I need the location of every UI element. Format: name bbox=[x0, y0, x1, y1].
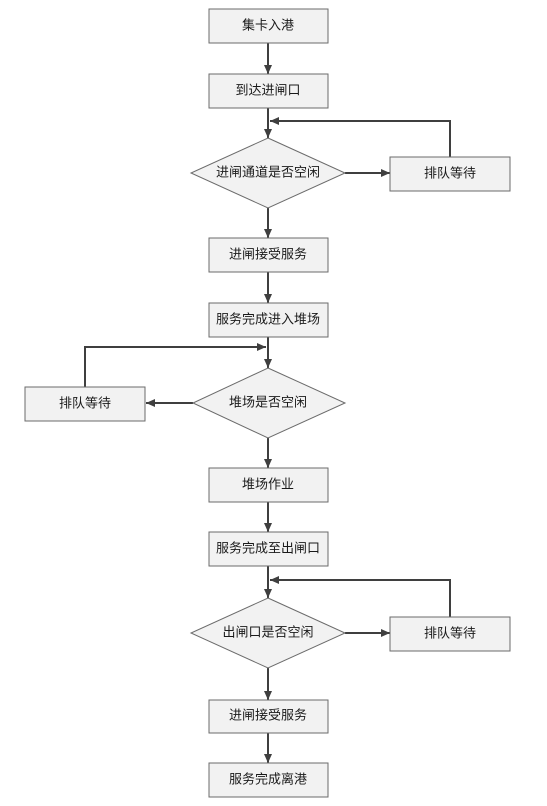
decision-exit-gate-idle: 出闸口是否空闲 bbox=[189, 597, 347, 669]
node-entry-service-2-shape bbox=[208, 699, 329, 734]
node-yard-operation: 堆场作业 bbox=[208, 467, 329, 503]
node-entry-service-2: 进闸接受服务 bbox=[208, 699, 329, 734]
node-entry-service-1-shape bbox=[208, 237, 329, 273]
node-queue-3-label: 排队等待 bbox=[424, 626, 476, 642]
decision-entry-lane-idle: 进闸通道是否空闲 bbox=[189, 137, 347, 209]
node-service-done-to-exit-gate-shape bbox=[208, 531, 329, 567]
node-service-done-to-exit-gate: 服务完成至出闸口 bbox=[208, 531, 329, 567]
node-arrive-port-label: 集卡入港 bbox=[242, 18, 294, 34]
node-reach-entry-gate-label: 到达进闸口 bbox=[235, 84, 300, 99]
node-reach-entry-gate: 到达进闸口 bbox=[208, 73, 329, 109]
node-service-done-to-exit-gate-label: 服务完成至出闸口 bbox=[216, 541, 320, 557]
decision-yard-idle: 堆场是否空闲 bbox=[191, 367, 347, 439]
node-service-done-to-yard: 服务完成进入堆场 bbox=[208, 302, 329, 338]
node-service-done-leave-label: 服务完成离港 bbox=[229, 772, 307, 788]
decision-exit-gate-idle-label: 出闸口是否空闲 bbox=[222, 626, 313, 641]
arrow-queue-2-loop-back bbox=[84, 343, 266, 387]
decision-yard-idle-label: 堆场是否空闲 bbox=[229, 396, 307, 411]
node-yard-operation-shape bbox=[208, 467, 329, 503]
node-service-done-to-yard-shape bbox=[208, 302, 329, 338]
decision-exit-gate-idle-shape bbox=[189, 597, 347, 669]
node-entry-service-1: 进闸接受服务 bbox=[208, 237, 329, 273]
node-service-done-to-yard-label: 服务完成进入堆场 bbox=[216, 312, 320, 328]
node-entry-service-2-label: 进闸接受服务 bbox=[229, 708, 307, 724]
connectors bbox=[84, 43, 451, 763]
node-queue-1: 排队等待 bbox=[389, 156, 511, 192]
node-queue-2-label: 排队等待 bbox=[59, 396, 111, 412]
node-queue-2: 排队等待 bbox=[24, 386, 146, 422]
node-queue-3-shape bbox=[389, 616, 511, 652]
node-arrive-port-shape bbox=[208, 8, 329, 44]
decision-entry-lane-idle-shape bbox=[189, 137, 347, 209]
node-service-done-leave-shape bbox=[208, 762, 329, 798]
node-reach-entry-gate-shape bbox=[208, 73, 329, 109]
node-queue-3: 排队等待 bbox=[389, 616, 511, 652]
arrow-queue-1-loop-back bbox=[270, 117, 451, 157]
node-queue-2-shape bbox=[24, 386, 146, 422]
decision-yard-idle-shape bbox=[191, 367, 347, 439]
node-queue-1-shape bbox=[389, 156, 511, 192]
arrow-queue-3-loop-back bbox=[270, 576, 451, 617]
decision-entry-lane-idle-label: 进闸通道是否空闲 bbox=[216, 166, 320, 181]
node-yard-operation-label: 堆场作业 bbox=[242, 478, 294, 493]
node-arrive-port: 集卡入港 bbox=[208, 8, 329, 44]
node-entry-service-1-label: 进闸接受服务 bbox=[229, 247, 307, 263]
node-service-done-leave: 服务完成离港 bbox=[208, 762, 329, 798]
node-queue-1-label: 排队等待 bbox=[424, 166, 476, 182]
